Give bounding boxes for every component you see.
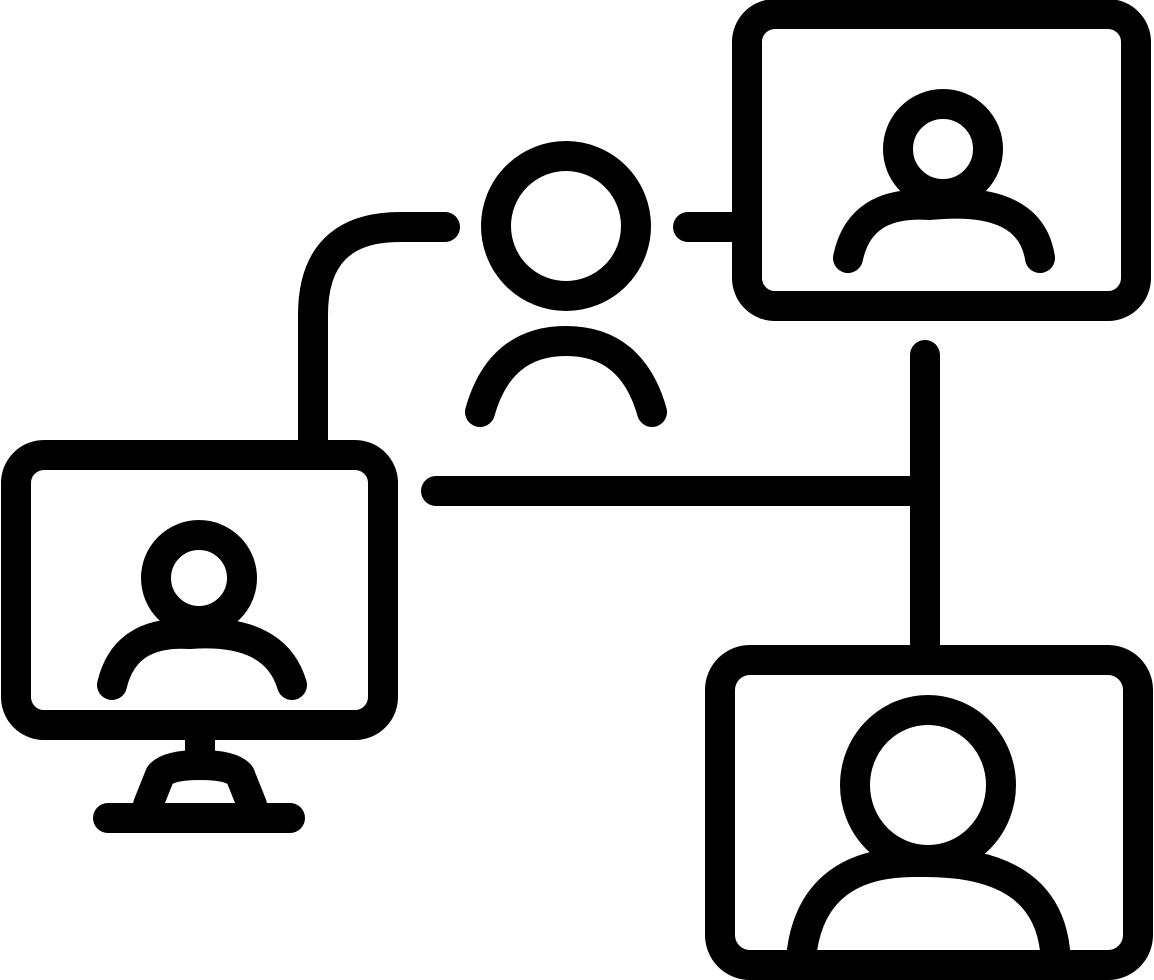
user-avatar-icon (97, 520, 307, 700)
center-user-head (481, 141, 651, 311)
avatar-head (141, 520, 257, 636)
monitor-screen-frame (1, 440, 398, 740)
video-screen-top-right-frame (732, 0, 1151, 321)
user-avatar-icon (833, 89, 1055, 273)
monitor-stand (133, 750, 267, 820)
avatar-shoulders (97, 618, 307, 700)
video-screen-bottom-right (705, 645, 1153, 980)
desktop-monitor-icon (1, 440, 398, 833)
avatar-shoulders (833, 188, 1055, 273)
avatar-head (883, 89, 1003, 209)
connector-line-left (298, 212, 460, 455)
avatar-shoulders (787, 846, 1070, 965)
user-avatar-icon (787, 695, 1070, 965)
video-screen-top-right (732, 0, 1151, 321)
center-user-body (465, 326, 667, 427)
center-user-icon (465, 141, 667, 427)
avatar-head (840, 695, 1016, 875)
video-screen-bottom-right-frame (705, 645, 1153, 980)
